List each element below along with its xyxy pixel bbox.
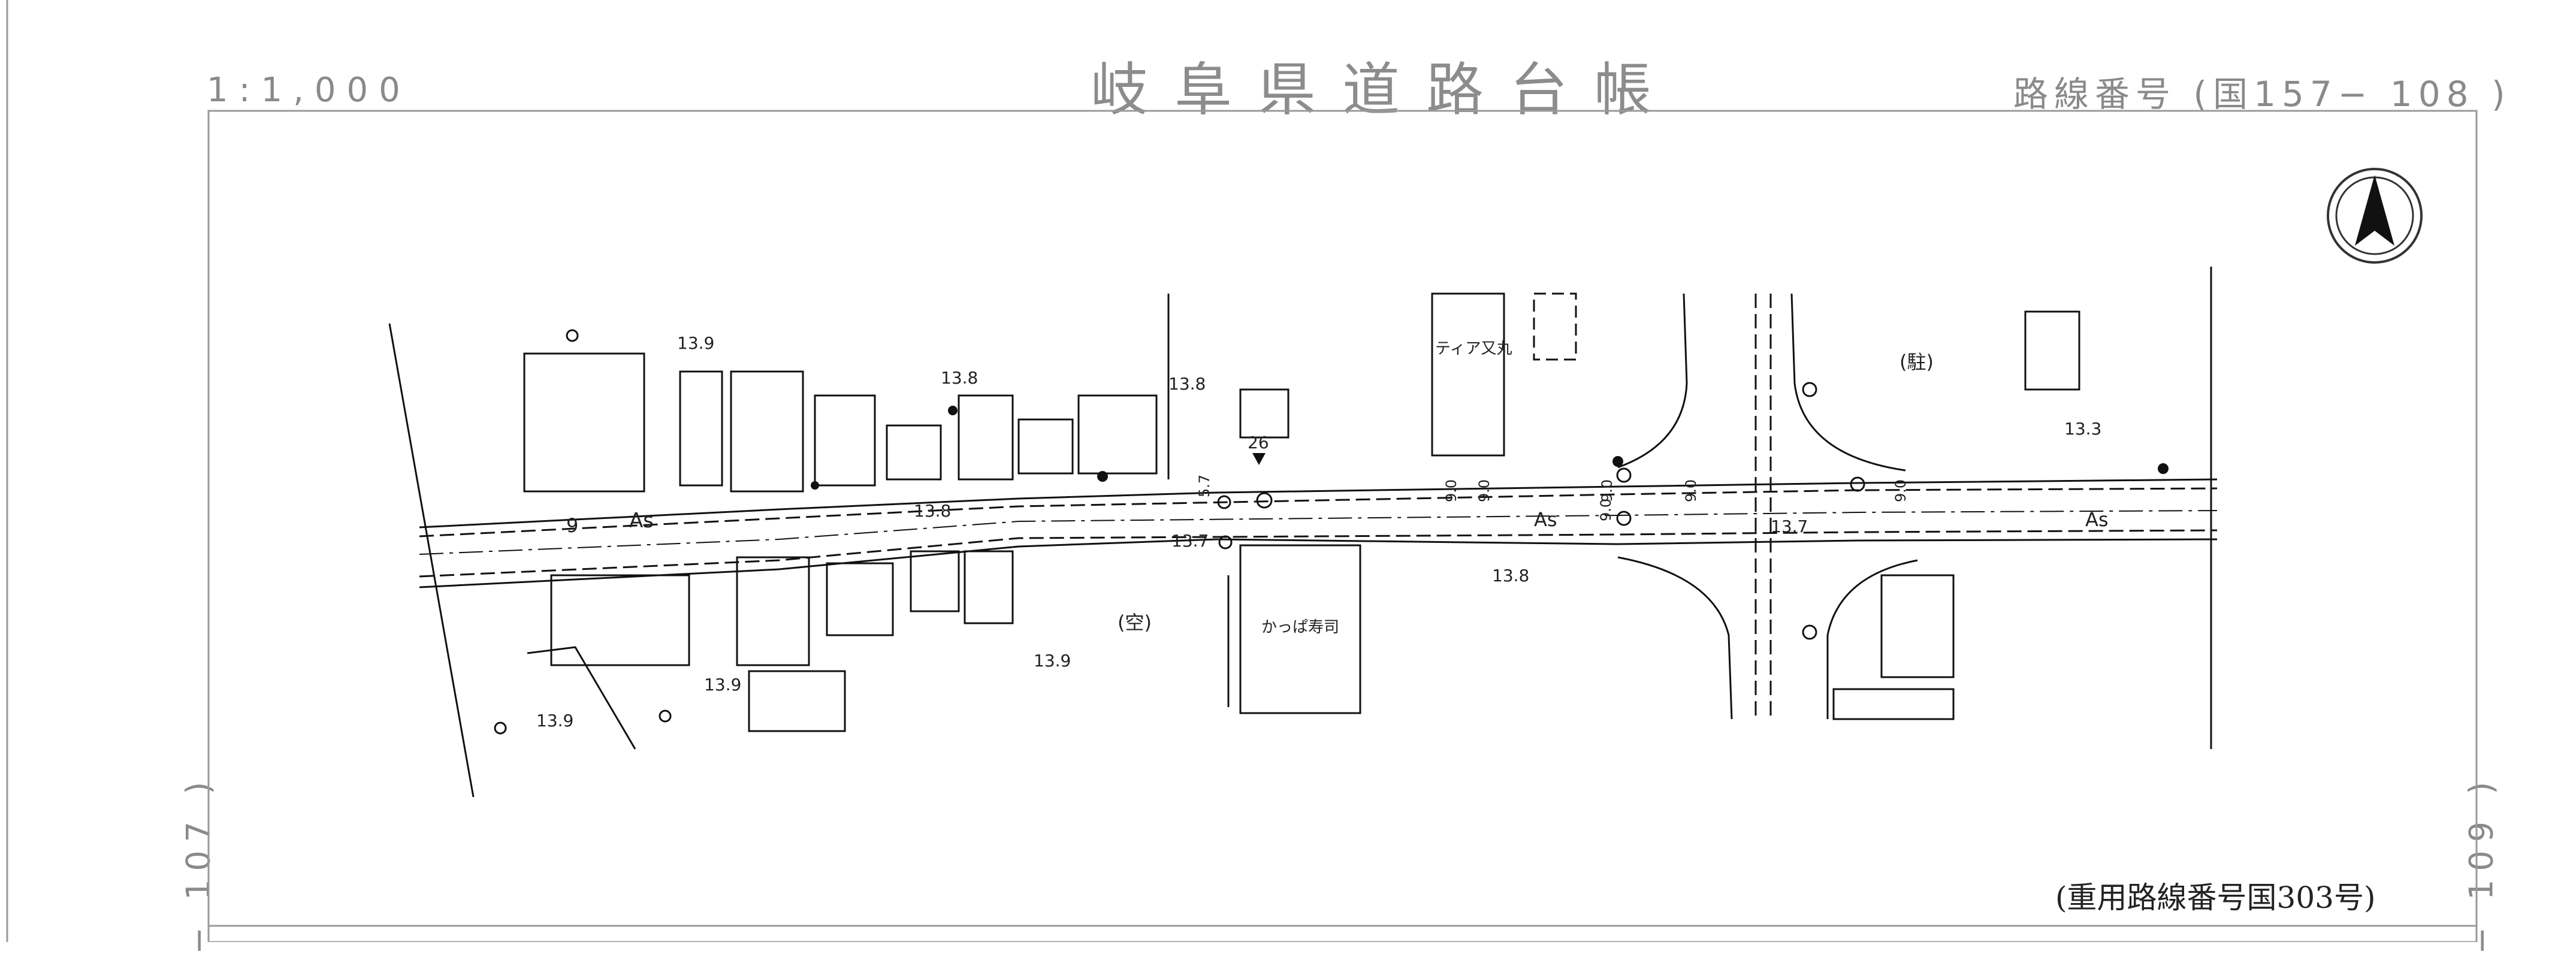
ground-height-label: 13.8 (1492, 566, 1529, 585)
width-label: 9.0 (1892, 479, 1909, 502)
north-arrow-icon (2327, 168, 2423, 264)
ground-height-label: 13.9 (1034, 651, 1071, 671)
cross-road (1617, 293, 1918, 720)
ground-height-label: 13.9 (536, 711, 573, 730)
shared-route-note: (重用路線番号国303号) (2055, 880, 2376, 915)
route-number: 路線番号 (国157− 108 ) (2013, 74, 2511, 114)
ground-height-label: 13.7 (1171, 531, 1209, 551)
ground-height-label: 13.8 (941, 368, 978, 388)
pavement-label: As (629, 509, 654, 533)
sheet-frame (207, 110, 2478, 942)
width-label: 9.0 (1443, 479, 1460, 502)
map-boundaries (388, 267, 2212, 798)
ground-height-label: 13.8 (914, 501, 951, 521)
station-label: 9 (566, 514, 578, 537)
buildings-north (523, 292, 2080, 493)
pavement-label: As (2085, 508, 2109, 531)
width-label: 9.0 (1599, 479, 1615, 502)
station-marker-icon (1252, 453, 1266, 465)
sheet-title: 岐阜県道路台帳 (1091, 56, 1678, 123)
ground-height-label: 13.3 (2064, 419, 2101, 439)
survey-points (811, 406, 2169, 490)
ground-height-label: 13.7 (1771, 517, 1808, 536)
building-label: かっぱ寿司 (1261, 618, 1339, 636)
width-label: 9.0 (1597, 499, 1614, 521)
width-label: 9.0 (1683, 479, 1699, 502)
width-label: 5.7 (1196, 475, 1213, 497)
parking-label: (駐) (1899, 351, 1934, 373)
station-label: 26 (1248, 433, 1269, 452)
ground-height-label: 13.8 (1168, 374, 1206, 394)
map-labels: 13.9 13.8 13.8 13.8 13.7 13.8 13.9 13.9 … (536, 333, 2109, 730)
buildings-south (550, 544, 1955, 732)
width-label: 9.0 (1476, 479, 1493, 502)
building-label: ティア又丸 (1435, 340, 1512, 358)
ground-height-label: 13.9 (704, 675, 741, 695)
vacant-label: (空) (1118, 611, 1152, 634)
marker-points (494, 329, 1865, 735)
map-scale: 1:1,000 (207, 71, 411, 110)
ground-height-label: 13.9 (677, 333, 714, 353)
pavement-label: As (1534, 508, 1557, 531)
main-road (419, 478, 2218, 588)
